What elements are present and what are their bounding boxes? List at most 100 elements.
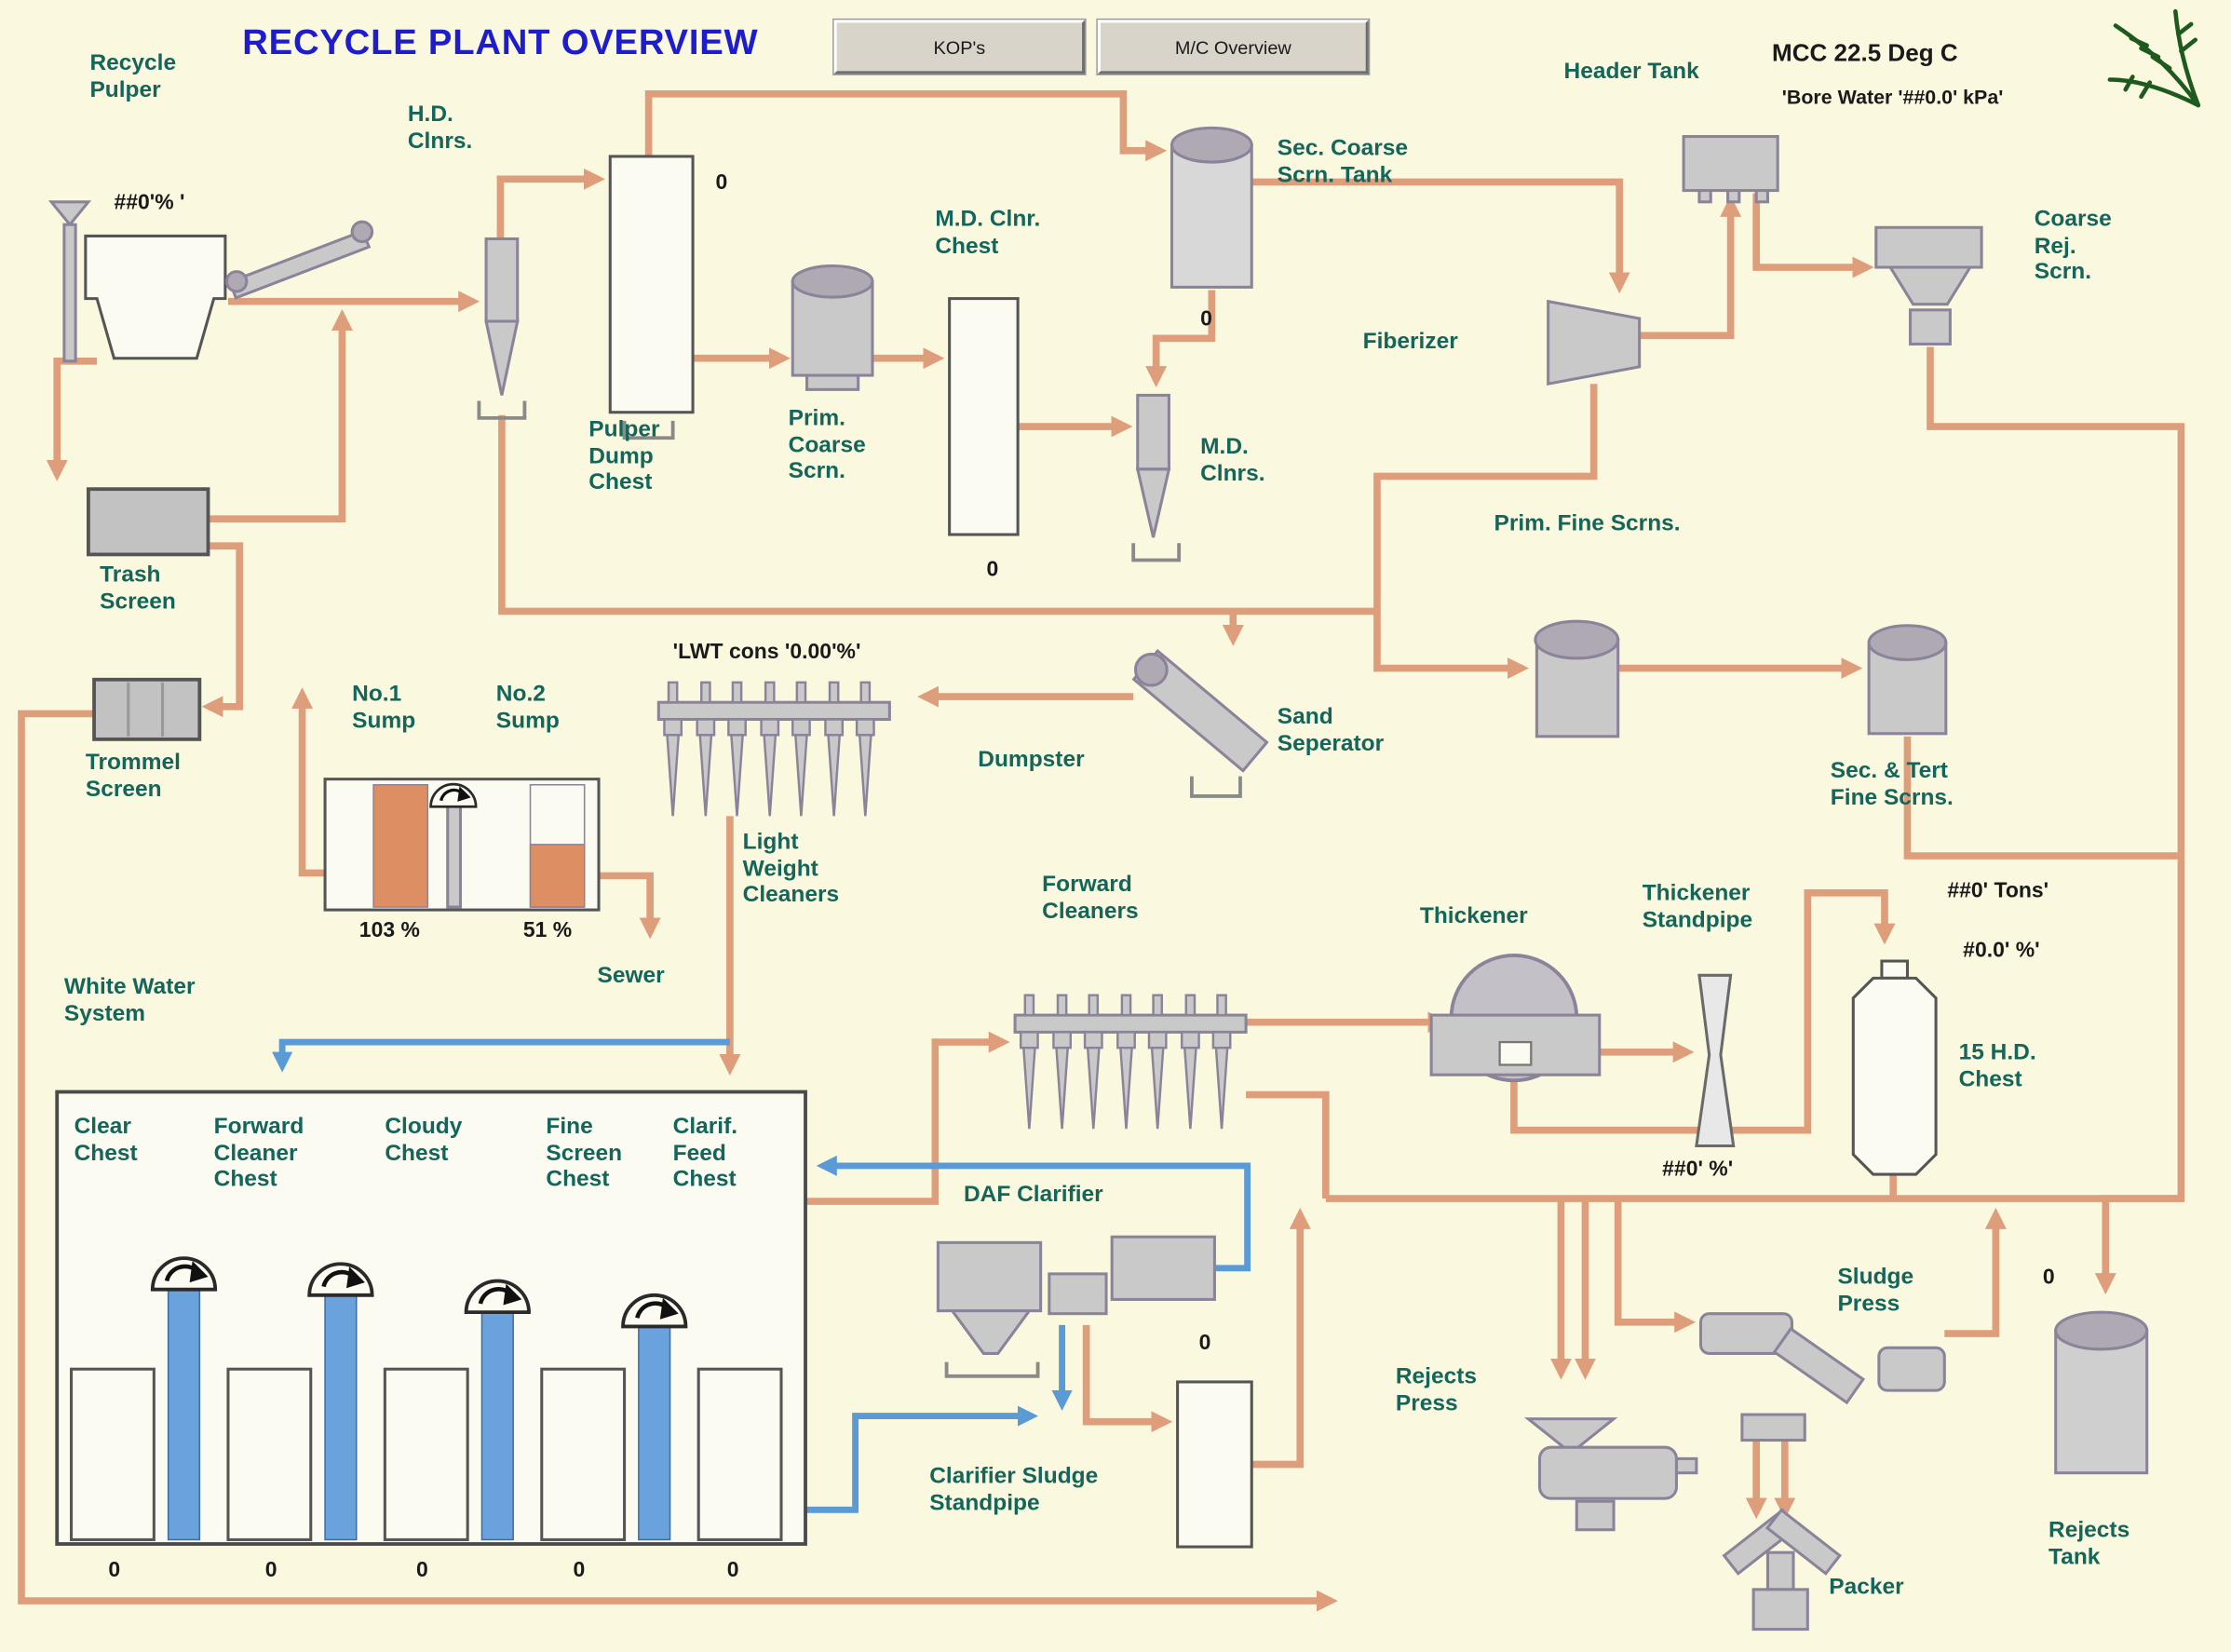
packer-vessel <box>1722 1508 1843 1632</box>
pipe-segment <box>46 357 98 481</box>
label-sec-tert-fine-scrns: Sec. & Tert Fine Scrns. <box>1830 759 1954 810</box>
pipe-segment <box>1903 736 2182 860</box>
forward-cleaners-vessel <box>1013 994 1248 1131</box>
pipe-segment <box>291 687 326 877</box>
label-forward-cleaners: Forward Cleaners <box>1042 873 1139 924</box>
label-thickener-standpipe: Thickener Standpipe <box>1642 881 1753 932</box>
label-rejects-press: Rejects Press <box>1395 1364 1477 1415</box>
label-sewer: Sewer <box>597 964 665 989</box>
sec-coarse-tank-level-readout: 0 <box>1200 306 1212 332</box>
white-water-pipes <box>272 1038 1251 1513</box>
fern-logo-icon <box>2107 8 2201 108</box>
label-prim-coarse-scrn: Prim. Coarse Scrn. <box>788 406 866 484</box>
label-trommel-screen: Trommel Screen <box>85 751 181 802</box>
daf-level-readout: 0 <box>1198 1330 1211 1355</box>
label-white-water-system: White Water System <box>63 975 196 1026</box>
label-thickener: Thickener <box>1419 903 1528 928</box>
md-cleaners-vessel <box>1131 393 1182 562</box>
forward-cleaner-chest-level-readout: 0 <box>264 1558 277 1583</box>
label-fine-screen-chest: Fine Screen Chest <box>546 1114 623 1192</box>
pipe-segment <box>1927 346 2185 1295</box>
feed-conveyor <box>224 220 374 300</box>
pipe-segment <box>1752 193 1874 278</box>
label-dumpster: Dumpster <box>978 748 1085 772</box>
sand-separator-vessel <box>1131 648 1269 798</box>
label-no2-sump: No.2 Sump <box>495 682 560 734</box>
label-sludge-press: Sludge Press <box>1837 1265 1914 1317</box>
mc-overview-button[interactable]: M/C Overview <box>1097 20 1369 74</box>
pulper-dump-chest-level-readout: 0 <box>715 170 728 196</box>
pulper-consistency-readout: ##0'% ' <box>114 190 185 215</box>
header-tank-vessel <box>1682 135 1779 204</box>
sec-coarse-screen-tank-vessel <box>1170 126 1253 289</box>
prim-coarse-screen-vessel <box>791 264 874 391</box>
label-rejects-tank: Rejects Tank <box>2048 1518 2130 1569</box>
thickener-tons-readout: ##0' Tons' <box>1947 878 2049 903</box>
cloudy-chest-level-bar <box>480 1308 514 1541</box>
md-clnr-chest-level-readout: 0 <box>986 557 999 582</box>
label-trash-screen: Trash Screen <box>100 562 176 614</box>
label-packer: Packer <box>1829 1575 1904 1600</box>
sump-gauges <box>323 778 601 912</box>
pipe-segment <box>1510 888 1896 1134</box>
fiberizer-vessel <box>1547 299 1642 386</box>
rejects-press-vessel <box>1523 1417 1698 1532</box>
label-prim-fine-scrns: Prim. Fine Scrns. <box>1494 511 1681 536</box>
pipe-segment <box>18 710 1338 1612</box>
trash-screen-vessel <box>87 487 210 557</box>
pipe-segment <box>1246 1090 1330 1199</box>
clarifier-sludge-standpipe-vessel <box>1176 1380 1253 1549</box>
trommel-screen-vessel <box>92 677 202 741</box>
sump2-level-readout: 51 % <box>522 918 573 943</box>
hd-cleaner-vessel <box>477 237 527 420</box>
kops-button[interactable]: KOP's <box>833 20 1086 74</box>
sec-tert-fine-screens-vessel <box>1867 624 1948 736</box>
pipe-segment <box>1082 1324 1173 1433</box>
pipe-segment <box>1251 1207 1311 1469</box>
light-weight-cleaners-vessel <box>656 681 891 818</box>
pipe-segment <box>1145 290 1216 388</box>
pipe-segment <box>644 89 1168 162</box>
sump1-level-readout: 103 % <box>358 918 420 943</box>
pulper-dump-chest-vessel <box>608 155 695 440</box>
label-fiberizer: Fiberizer <box>1362 330 1458 355</box>
prim-fine-screens-vessel <box>1534 619 1620 738</box>
water-pipe-segment <box>272 1038 730 1073</box>
pipe-segment <box>496 168 605 242</box>
coarse-reject-screen-vessel <box>1874 225 1983 345</box>
clear-chest-level-readout: 0 <box>108 1558 121 1583</box>
rejects-tank-level-readout: 0 <box>2042 1265 2055 1290</box>
label-hd-clnrs: H.D. Clnrs. <box>407 102 473 154</box>
sludge-press-vessel <box>1698 1312 1946 1442</box>
pipe-segment <box>1251 178 1630 294</box>
bore-water-readout: 'Bore Water '##0.0' kPa' <box>1781 85 2004 109</box>
mcc-temperature-readout: MCC 22.5 Deg C <box>1772 39 1958 67</box>
label-clarif-feed-chest: Clarif. Feed Chest <box>672 1114 738 1192</box>
label-coarse-rej-scrn: Coarse Rej. Scrn. <box>2034 207 2112 285</box>
pipe-segment <box>1944 1207 2007 1337</box>
label-clarifier-sludge-standpipe: Clarifier Sludge Standpipe <box>929 1464 1099 1515</box>
pipe-segment <box>1373 384 1598 612</box>
pipe-segment <box>1639 195 1742 340</box>
process-pipes <box>18 89 2185 1612</box>
label-no1-sump: No.1 Sump <box>352 682 416 734</box>
thickener-consistency-readout: #0.0' %' <box>1963 938 2040 963</box>
clear-chest-level-bar <box>167 1285 201 1541</box>
standpipe-consistency-readout: ##0' %' <box>1662 1157 1734 1182</box>
label-pulper-dump-chest: Pulper Dump Chest <box>588 417 660 495</box>
recycle-pulper-vessel <box>47 200 227 363</box>
label-header-tank: Header Tank <box>1563 60 1699 85</box>
pipe-segment <box>1373 611 1529 679</box>
pipe-segment <box>201 542 244 718</box>
sump2-level-bar <box>529 844 586 908</box>
hd-chest-15-vessel <box>1851 959 1938 1176</box>
label-md-clnr-chest: M.D. Clnr. Chest <box>935 207 1041 259</box>
water-pipe-segment <box>816 1155 1251 1272</box>
fine-screen-chest-level-bar <box>638 1322 671 1541</box>
md-cleaner-chest-vessel <box>948 297 1020 536</box>
rejects-tank-vessel <box>2054 1310 2149 1475</box>
water-pipe-segment <box>805 1405 1039 1513</box>
pipe-segment <box>498 414 1377 616</box>
